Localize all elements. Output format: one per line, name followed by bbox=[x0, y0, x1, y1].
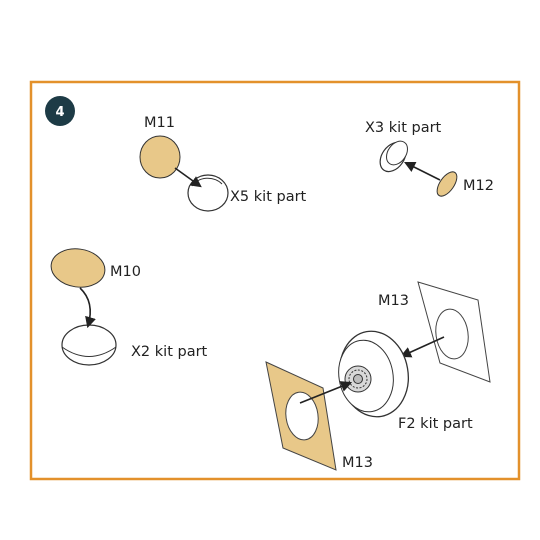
m13-front-mask bbox=[265, 361, 337, 471]
label-m13-top: M13 bbox=[378, 293, 409, 309]
label-m10: M10 bbox=[110, 264, 141, 280]
label-f2: F2 kit part bbox=[398, 416, 473, 432]
m11-assembly: M11 X5 kit part bbox=[139, 115, 307, 212]
m12-etched-disc bbox=[436, 171, 458, 197]
x3-kit-part bbox=[379, 140, 408, 173]
label-m11: M11 bbox=[144, 115, 175, 131]
m13-front-arrow bbox=[299, 381, 353, 404]
step-number: 4 bbox=[55, 105, 64, 120]
f2-wheel bbox=[338, 330, 409, 418]
m12-arrow bbox=[403, 161, 441, 181]
wheel-assembly: M13 F2 kit part M13 bbox=[265, 281, 491, 471]
x2-kit-part bbox=[61, 324, 117, 366]
label-m13-bottom: M13 bbox=[342, 455, 373, 471]
m10-etched-disc bbox=[50, 248, 106, 288]
m11-etched-disc bbox=[139, 135, 181, 179]
label-x2: X2 kit part bbox=[131, 344, 208, 360]
m10-assembly: M10 X2 kit part bbox=[50, 248, 208, 366]
m11-arrow bbox=[174, 167, 202, 188]
m10-arrow bbox=[79, 287, 96, 329]
label-x5: X5 kit part bbox=[230, 189, 307, 205]
x5-kit-part bbox=[187, 174, 229, 212]
m13-back-arrow bbox=[399, 336, 445, 358]
step-badge: 4 bbox=[45, 96, 75, 126]
step-frame bbox=[29, 80, 521, 481]
label-m12: M12 bbox=[463, 178, 494, 194]
label-x3: X3 kit part bbox=[365, 120, 442, 136]
m12-assembly: X3 kit part M12 bbox=[365, 120, 494, 197]
m13-back-mask bbox=[417, 281, 491, 383]
